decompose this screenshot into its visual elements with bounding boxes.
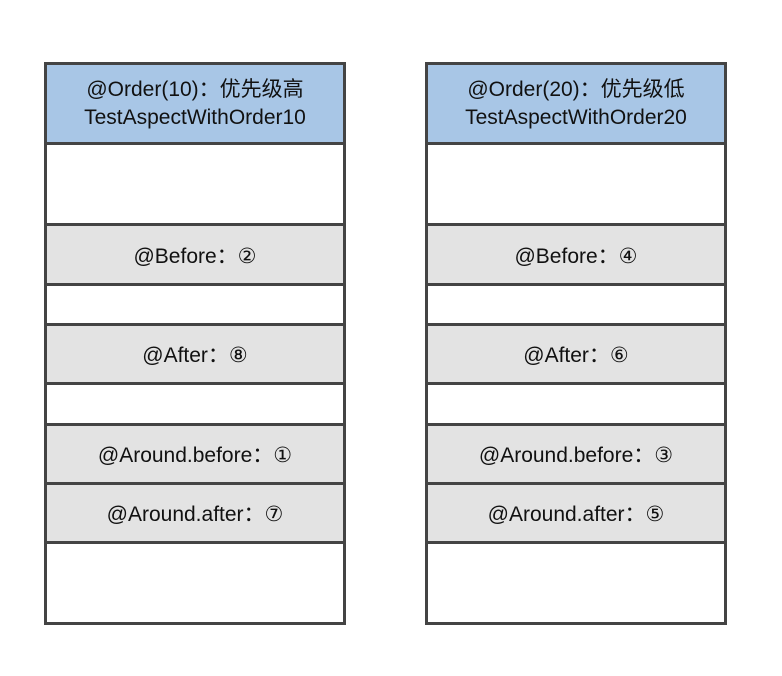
aspect-column-order10: @Order(10)：优先级高 TestAspectWithOrder10 @B…	[44, 62, 346, 625]
header-class-name: TestAspectWithOrder10	[84, 105, 306, 129]
around-before-advice-label: @Around.before：③	[478, 444, 674, 467]
before-advice-label: @Before：④	[514, 244, 638, 268]
before-advice-label: @Before：②	[133, 244, 257, 268]
around-after-advice-box: @Around.after：⑦	[47, 482, 343, 544]
aspect-column-order20: @Order(20)：优先级低 TestAspectWithOrder20 @B…	[425, 62, 727, 625]
after-advice-box: @After：⑥	[428, 323, 724, 385]
around-before-advice-label: @Around.before：①	[97, 444, 293, 467]
after-advice-box: @After：⑧	[47, 323, 343, 385]
column-header: @Order(20)：优先级低 TestAspectWithOrder20	[428, 65, 724, 145]
before-advice-box: @Before：②	[47, 223, 343, 286]
header-order-label: @Order(10)：优先级高	[86, 77, 304, 101]
around-after-advice-box: @Around.after：⑤	[428, 482, 724, 544]
around-after-advice-label: @Around.after：⑤	[487, 503, 665, 526]
header-order-label: @Order(20)：优先级低	[467, 77, 685, 101]
after-advice-label: @After：⑥	[523, 344, 629, 367]
header-class-name: TestAspectWithOrder20	[465, 105, 687, 129]
around-before-advice-box: @Around.before：①	[47, 423, 343, 485]
around-before-advice-box: @Around.before：③	[428, 423, 724, 485]
around-after-advice-label: @Around.after：⑦	[106, 503, 284, 526]
after-advice-label: @After：⑧	[142, 344, 248, 367]
column-header: @Order(10)：优先级高 TestAspectWithOrder10	[47, 65, 343, 145]
before-advice-box: @Before：④	[428, 223, 724, 286]
